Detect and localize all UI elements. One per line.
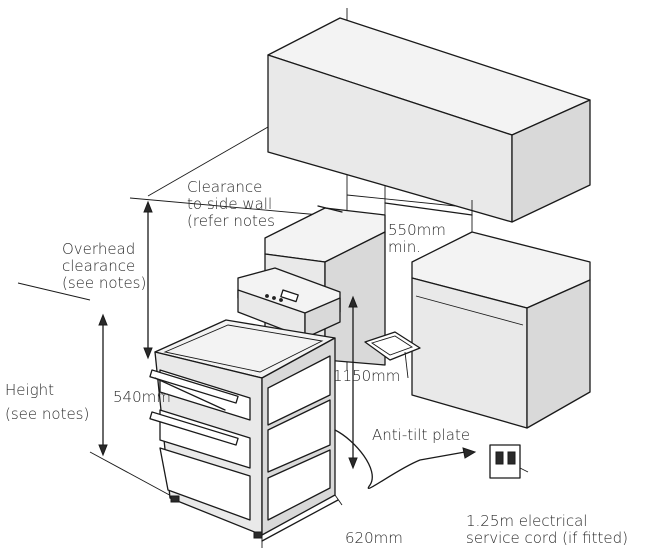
service-cord-label: 1.25m electrical service cord (if fitted…	[466, 513, 628, 547]
height-line-1: Height	[5, 381, 55, 399]
height-label: Height (see notes)	[5, 378, 89, 426]
height-line-2: (see notes)	[5, 405, 90, 423]
clearance-side-wall-line-1: Clearance	[187, 178, 263, 196]
clearance-side-wall-line-2: to side wall	[187, 195, 273, 213]
service-cord-line-2: service cord (if fitted)	[466, 529, 628, 547]
clearance-side-wall-line-3: (refer notes	[187, 212, 275, 230]
overhead-clearance-line-1: Overhead	[62, 240, 136, 258]
anti-tilt-plate-label: Anti-tilt plate	[372, 426, 471, 444]
cooker	[149, 267, 341, 539]
overhead-clearance-line-3: (see notes)	[62, 274, 147, 292]
overhead-clearance-line-2: clearance	[62, 257, 136, 275]
anti-tilt-plate-drawing	[364, 331, 421, 379]
electrical-cord	[334, 429, 529, 490]
room-guide-lines	[17, 8, 496, 499]
dimension-lines	[98, 185, 473, 548]
overhead-cupboard	[267, 17, 591, 223]
height-1150-label: 1150mm	[333, 367, 401, 385]
depth-620-label: 620mm	[345, 529, 403, 547]
service-cord-line-1: 1.25m electrical	[466, 512, 588, 530]
depth-550-label: 550mm min.	[388, 222, 446, 256]
right-cabinet	[411, 231, 591, 429]
clearance-side-wall-label: Clearance to side wall (refer notes	[187, 179, 275, 230]
width-540-label: 540mm	[113, 388, 171, 406]
depth-550-line-1: 550mm	[388, 221, 446, 239]
depth-550-line-2: min.	[388, 238, 422, 256]
overhead-clearance-label: Overhead clearance (see notes)	[62, 241, 146, 292]
